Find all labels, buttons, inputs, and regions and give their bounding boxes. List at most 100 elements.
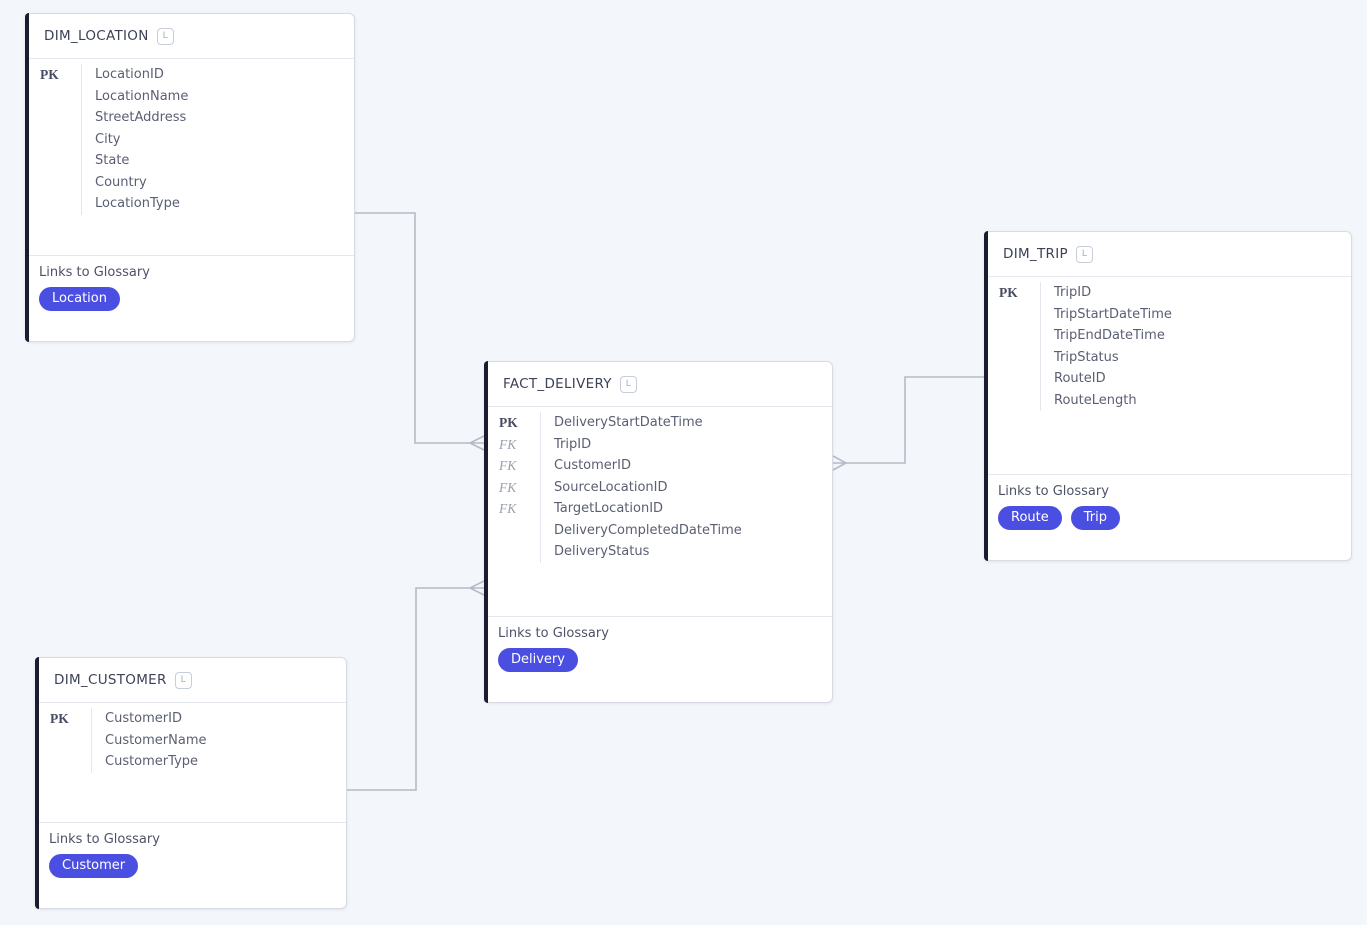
field-row[interactable]: StreetAddress <box>26 107 354 129</box>
field-name: City <box>81 128 354 150</box>
field-name: TripID <box>1040 282 1351 304</box>
field-row[interactable]: CustomerType <box>36 751 346 773</box>
field-name: LocationID <box>81 64 354 86</box>
field-name: DeliveryStartDateTime <box>540 412 832 434</box>
table-dim-customer[interactable]: DIM_CUSTOMER L PK CustomerID CustomerName… <box>35 657 347 909</box>
glossary-label: Links to Glossary <box>39 265 150 280</box>
key-label <box>26 86 81 108</box>
field-row[interactable]: FK SourceLocationID <box>485 476 832 498</box>
key-label <box>26 150 81 172</box>
field-row[interactable]: Country <box>26 171 354 193</box>
field-row[interactable]: TripStatus <box>985 346 1351 369</box>
field-row[interactable]: LocationType <box>26 193 354 215</box>
field-row[interactable]: RouteID <box>985 368 1351 390</box>
field-name: CustomerID <box>91 708 346 730</box>
field-name: SourceLocationID <box>540 476 832 498</box>
field-row[interactable]: DeliveryStatus <box>485 541 832 563</box>
glossary-section: Links to Glossary Location <box>26 255 354 341</box>
key-label <box>36 730 91 752</box>
key-label <box>485 541 540 563</box>
key-label: PK <box>499 415 518 430</box>
field-name: RouteLength <box>1040 389 1351 411</box>
field-name: CustomerType <box>91 751 346 773</box>
glossary-link-badge[interactable]: Route <box>998 506 1062 530</box>
field-row[interactable]: PK CustomerID <box>36 708 346 730</box>
table-header: DIM_TRIP L <box>985 232 1351 277</box>
field-row[interactable]: City <box>26 128 354 151</box>
table-accent-bar <box>984 231 988 561</box>
glossary-section: Links to Glossary Customer <box>36 822 346 908</box>
table-header: FACT_DELIVERY L <box>485 362 832 407</box>
key-label <box>26 129 81 151</box>
glossary-link-badge[interactable]: Trip <box>1070 506 1120 530</box>
field-list: PK CustomerID CustomerName CustomerType <box>36 703 346 822</box>
logical-model-icon: L <box>174 671 192 689</box>
field-name: TripID <box>540 433 832 455</box>
table-title: DIM_CUSTOMER <box>54 672 167 688</box>
field-row[interactable]: RouteLength <box>985 389 1351 412</box>
field-row[interactable]: CustomerName <box>36 729 346 752</box>
table-accent-bar <box>484 361 488 703</box>
field-name: TripStatus <box>1040 346 1351 368</box>
glossary-link-badge[interactable]: Customer <box>49 854 139 878</box>
glossary-link-badge[interactable]: Location <box>39 287 120 311</box>
logical-model-icon: L <box>156 27 174 45</box>
field-row[interactable]: TripEndDateTime <box>985 325 1351 347</box>
key-label <box>985 347 1040 369</box>
relationship-location-delivery[interactable] <box>355 212 485 451</box>
field-name: CustomerID <box>540 455 832 477</box>
relationship-customer-delivery[interactable] <box>347 580 485 791</box>
field-row[interactable]: TripStartDateTime <box>985 303 1351 326</box>
field-name: TripStartDateTime <box>1040 303 1351 325</box>
table-title: FACT_DELIVERY <box>503 376 612 392</box>
field-name: StreetAddress <box>81 107 354 129</box>
key-label: FK <box>499 479 517 495</box>
key-label <box>485 520 540 542</box>
table-header: DIM_LOCATION L <box>26 14 354 59</box>
key-label <box>26 107 81 129</box>
table-title: DIM_TRIP <box>1003 246 1068 262</box>
field-row[interactable]: LocationName <box>26 85 354 108</box>
field-row[interactable]: DeliveryCompletedDateTime <box>485 519 832 542</box>
field-row[interactable]: State <box>26 150 354 172</box>
key-label <box>985 390 1040 412</box>
key-label: PK <box>50 711 69 726</box>
table-accent-bar <box>35 657 39 909</box>
key-label <box>985 368 1040 390</box>
key-label <box>985 304 1040 326</box>
relationship-trip-delivery[interactable] <box>832 376 984 471</box>
table-title: DIM_LOCATION <box>44 28 149 44</box>
field-row[interactable]: PK DeliveryStartDateTime <box>485 412 832 434</box>
field-name: DeliveryStatus <box>540 541 832 563</box>
crow-foot-icon <box>468 435 485 451</box>
key-label <box>985 325 1040 347</box>
glossary-link-badge[interactable]: Delivery <box>498 648 578 672</box>
glossary-label: Links to Glossary <box>998 484 1109 499</box>
glossary-section: Links to Glossary Route Trip <box>985 474 1351 560</box>
field-name: LocationType <box>81 193 354 215</box>
crow-foot-icon <box>832 455 848 471</box>
field-name: Country <box>81 171 354 193</box>
logical-model-icon: L <box>619 375 637 393</box>
field-name: LocationName <box>81 85 354 107</box>
table-accent-bar <box>25 13 29 342</box>
glossary-label: Links to Glossary <box>49 832 160 847</box>
field-name: State <box>81 150 354 172</box>
key-label <box>36 751 91 773</box>
glossary-label: Links to Glossary <box>498 626 609 641</box>
crow-foot-icon <box>468 580 485 596</box>
field-name: TripEndDateTime <box>1040 325 1351 347</box>
